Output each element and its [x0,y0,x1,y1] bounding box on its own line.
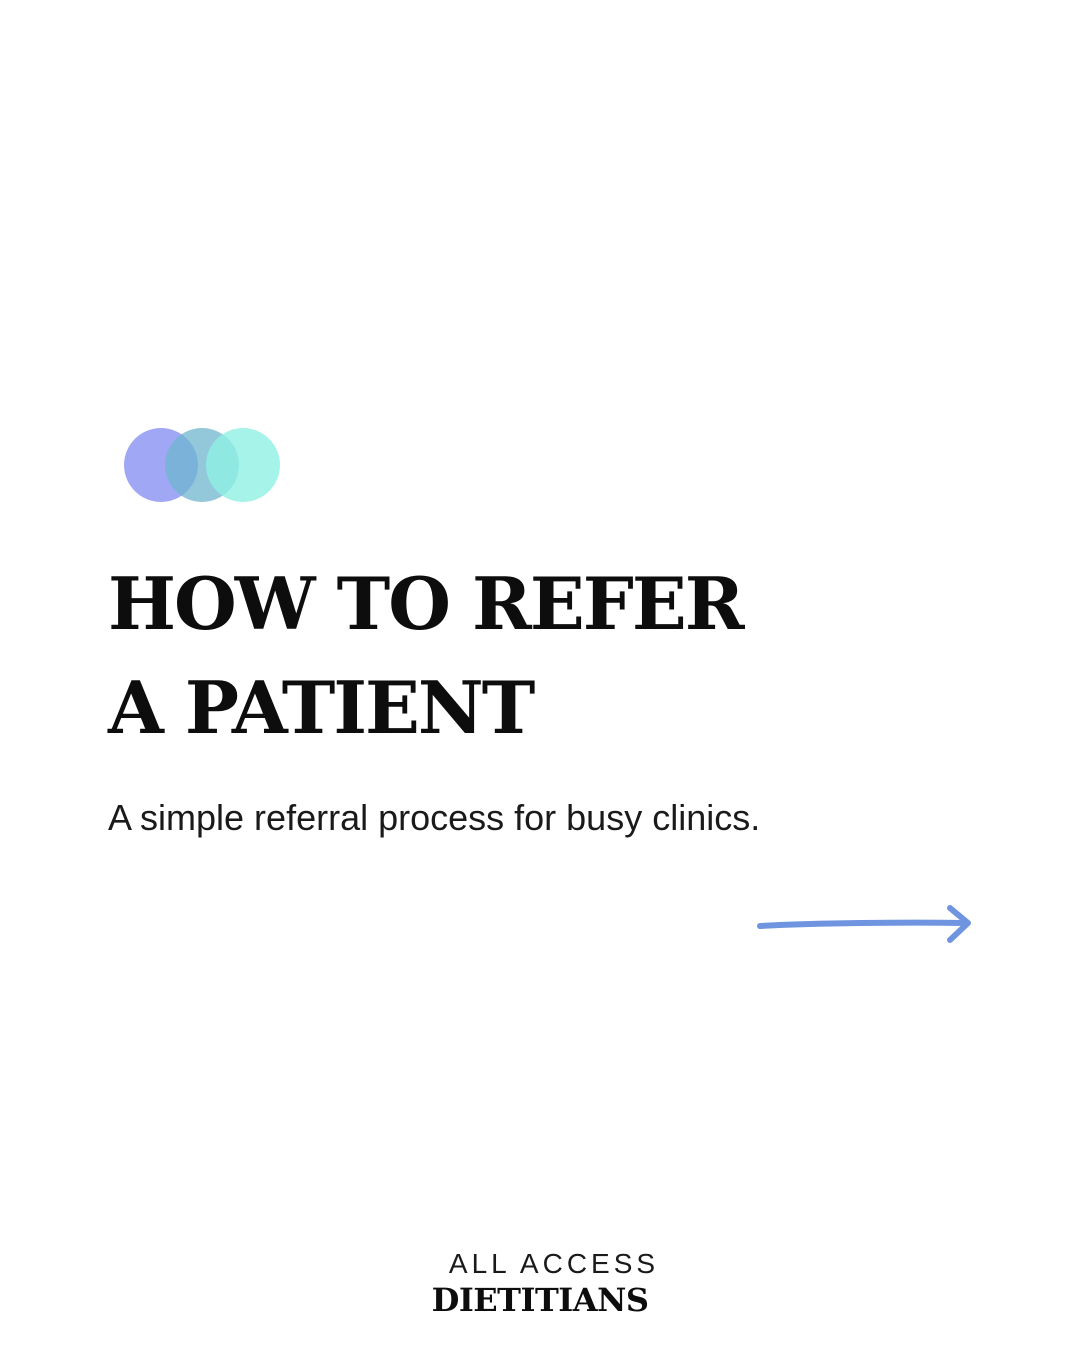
overlapping-circles-icon [124,428,280,502]
arrow-right-icon[interactable] [754,902,976,946]
title-line-1: HOW TO REFER [108,561,745,646]
brand-name-top: ALL ACCESS [448,1248,660,1279]
brand-name-bottom: DIETITIANS [431,1281,649,1319]
page-title: HOW TO REFER A PATIENT [108,552,745,760]
title-line-2: A PATIENT [108,665,535,750]
subtitle: A simple referral process for busy clini… [108,797,761,838]
brand-logo: ALL ACCESS DIETITIANS [0,1248,1080,1318]
